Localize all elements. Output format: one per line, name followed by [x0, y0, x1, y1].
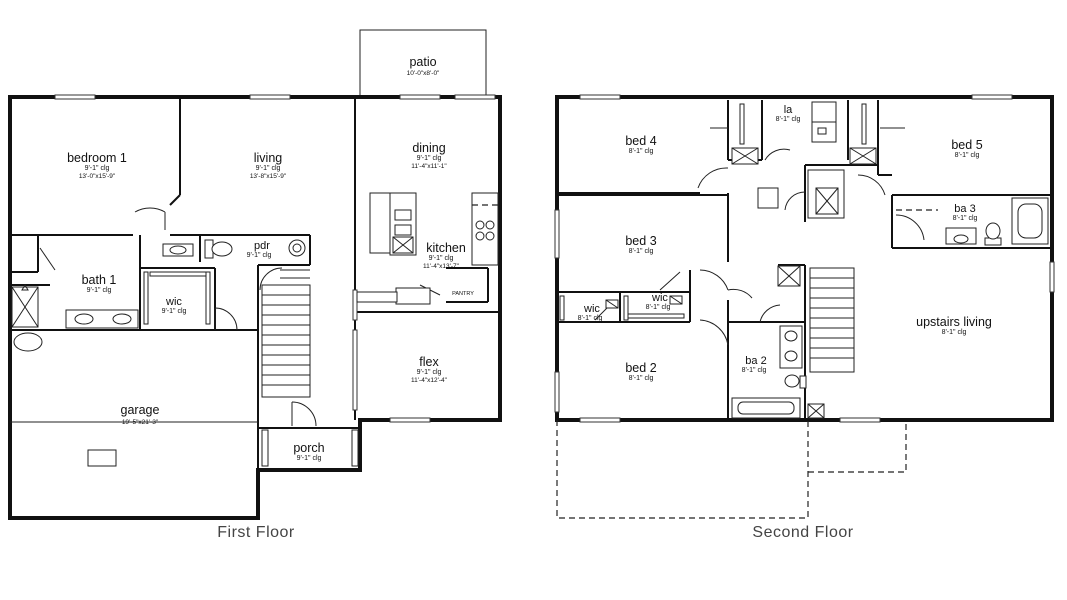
second-floor-fixtures — [559, 101, 1049, 419]
second-floor-windows — [554, 94, 1055, 423]
first-floor-windows — [54, 94, 496, 423]
first-floor-labels: patio 10'-0"x8'-0" bedroom 1 9'-1" clg 1… — [67, 55, 474, 541]
second-floor-exterior-wall — [555, 95, 1054, 422]
bath1-clg: 9'-1" clg — [87, 287, 112, 294]
bed5-clg: 8'-1" clg — [955, 152, 980, 159]
upstairs-living-label: upstairs living — [916, 315, 992, 329]
second-floor-plan: la 8'-1" clg bed 4 8'-1" clg bed 5 8'-1"… — [554, 94, 1055, 541]
flex-clg: 9'-1" clg — [417, 369, 442, 376]
wic3-label: wic — [651, 292, 668, 304]
pdr-label: pdr — [254, 240, 270, 252]
patio-label: patio — [409, 55, 436, 69]
bedroom1-label: bedroom 1 — [67, 151, 127, 165]
second-floor-stairs — [809, 267, 855, 373]
second-floor-interior-walls — [557, 100, 1052, 420]
upstairs-living-clg: 8'-1" clg — [942, 329, 967, 336]
la-clg: 8'-1" clg — [776, 116, 801, 123]
living-label: living — [254, 151, 283, 165]
ba2-label: ba 2 — [745, 355, 766, 367]
wic3-clg: 8'-1" clg — [646, 304, 671, 311]
second-floor-labels: la 8'-1" clg bed 4 8'-1" clg bed 5 8'-1"… — [578, 104, 992, 541]
bedroom1-clg: 9'-1" clg — [85, 165, 110, 172]
garage-label: garage — [121, 403, 160, 417]
dining-clg: 9'-1" clg — [417, 155, 442, 162]
first-floor-plan: patio 10'-0"x8'-0" bedroom 1 9'-1" clg 1… — [8, 29, 502, 541]
first-floor-exterior-wall — [8, 95, 502, 520]
ba3-label: ba 3 — [954, 203, 975, 215]
bedroom1-dim: 13'-0"x15'-9" — [79, 173, 116, 180]
la-label: la — [784, 104, 793, 116]
porch-clg: 9'-1" clg — [297, 455, 322, 462]
wic1-label: wic — [165, 296, 182, 308]
ba3-clg: 8'-1" clg — [953, 215, 978, 222]
first-floor-caption: First Floor — [217, 524, 295, 541]
dining-dim: 11'-4"x11'-1" — [411, 163, 447, 170]
kitchen-label: kitchen — [426, 241, 466, 255]
ba2-clg: 8'-1" clg — [742, 367, 767, 374]
wic2-label: wic — [583, 303, 600, 315]
patio-dim: 10'-0"x8'-0" — [407, 70, 440, 77]
bed3-label: bed 3 — [625, 234, 656, 248]
bed3-clg: 8'-1" clg — [629, 248, 654, 255]
porch-label: porch — [293, 441, 324, 455]
bed4-clg: 8'-1" clg — [629, 148, 654, 155]
flex-dim: 11'-4"x12'-4" — [411, 377, 448, 384]
living-clg: 9'-1" clg — [256, 165, 281, 172]
bath1-label: bath 1 — [82, 273, 117, 287]
second-floor-caption: Second Floor — [752, 524, 853, 541]
bed5-label: bed 5 — [951, 138, 982, 152]
pantry-label: PANTRY — [452, 291, 474, 297]
first-floor-doors — [39, 207, 441, 427]
dining-label: dining — [412, 141, 445, 155]
wic1-clg: 9'-1" clg — [162, 308, 187, 315]
wic2-clg: 8'-1" clg — [578, 315, 603, 322]
pdr-clg: 9'-1" clg — [247, 252, 272, 259]
bed4-label: bed 4 — [625, 134, 656, 148]
bed2-clg: 8'-1" clg — [629, 375, 654, 382]
living-dim: 13'-8"x15'-9" — [250, 173, 287, 180]
kitchen-clg: 9'-1" clg — [429, 255, 454, 262]
garage-dim: 19'-5"x21'-3" — [122, 419, 159, 426]
second-floor-dashed-outlines — [556, 420, 907, 519]
kitchen-dim: 11'-4"x13'-7" — [423, 263, 460, 270]
first-floor-fixtures — [11, 192, 499, 467]
flex-label: flex — [419, 355, 439, 369]
bed2-label: bed 2 — [625, 361, 656, 375]
first-floor-stairs — [261, 269, 311, 398]
